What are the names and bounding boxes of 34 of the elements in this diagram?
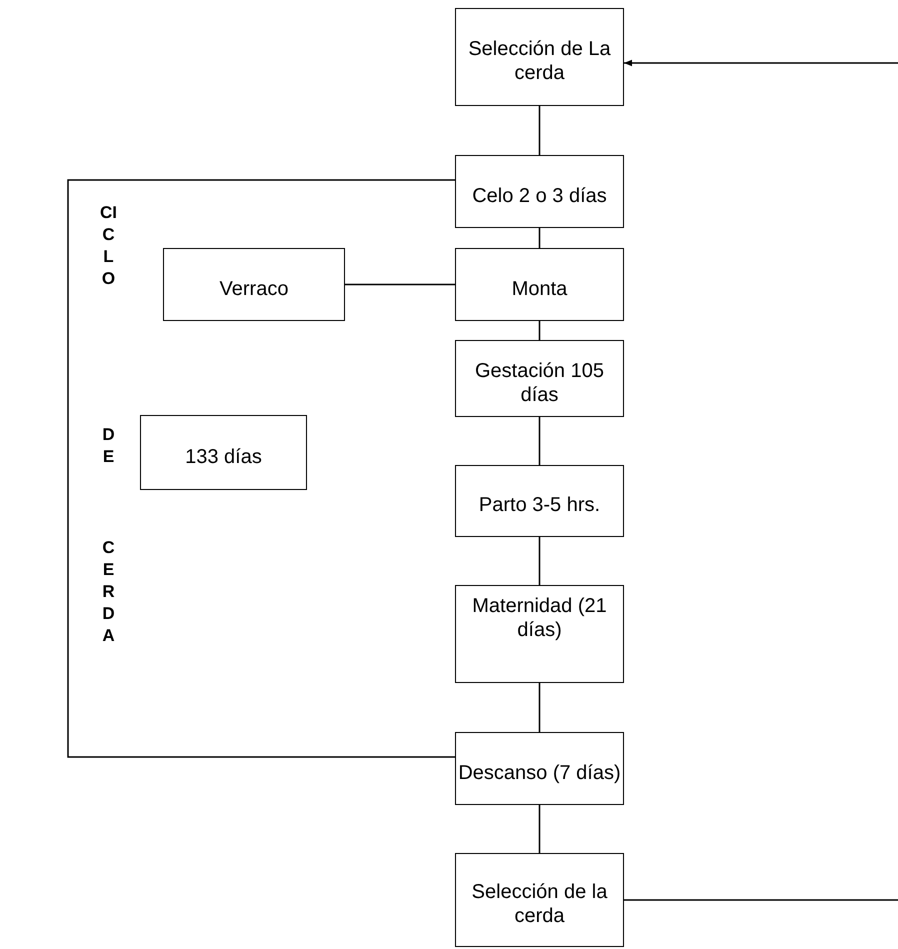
- box-label: Descanso (7 días): [458, 760, 621, 784]
- box-label: Monta: [512, 276, 568, 300]
- box-label: 133 días: [185, 444, 262, 468]
- box-label: Selección de la cerda: [470, 880, 608, 928]
- vertical-label: DE: [101, 424, 116, 468]
- connector-line: [538, 321, 540, 340]
- box-label: Verraco: [220, 276, 288, 300]
- box-label: Selección de La cerda: [467, 37, 612, 85]
- connector-line: [538, 537, 540, 585]
- connector-line: [538, 228, 540, 248]
- connector-line: [538, 805, 540, 853]
- connector-line: [538, 683, 540, 732]
- box-label: Gestación 105 días: [474, 358, 605, 406]
- connector-line: [538, 417, 540, 465]
- process-box: [455, 732, 624, 805]
- process-box: [455, 155, 624, 228]
- arrow: [624, 60, 898, 66]
- box-label: Celo 2 o 3 días: [472, 184, 607, 208]
- connector-line: [67, 179, 455, 758]
- process-box: [455, 585, 624, 683]
- connector-line: [345, 284, 455, 286]
- connector-line: [538, 106, 540, 155]
- connector-line: [624, 899, 898, 901]
- process-box: [140, 415, 307, 490]
- process-box: [455, 8, 624, 106]
- process-box: [455, 853, 624, 947]
- process-box: [455, 248, 624, 321]
- vertical-label: CICLO: [100, 202, 117, 290]
- process-box: [455, 465, 624, 537]
- box-label: Parto 3-5 hrs.: [478, 493, 600, 517]
- process-box: [163, 248, 345, 321]
- vertical-label: CERDA: [101, 537, 116, 647]
- process-box: [455, 340, 624, 417]
- box-label: Maternidad (21 días): [471, 594, 608, 642]
